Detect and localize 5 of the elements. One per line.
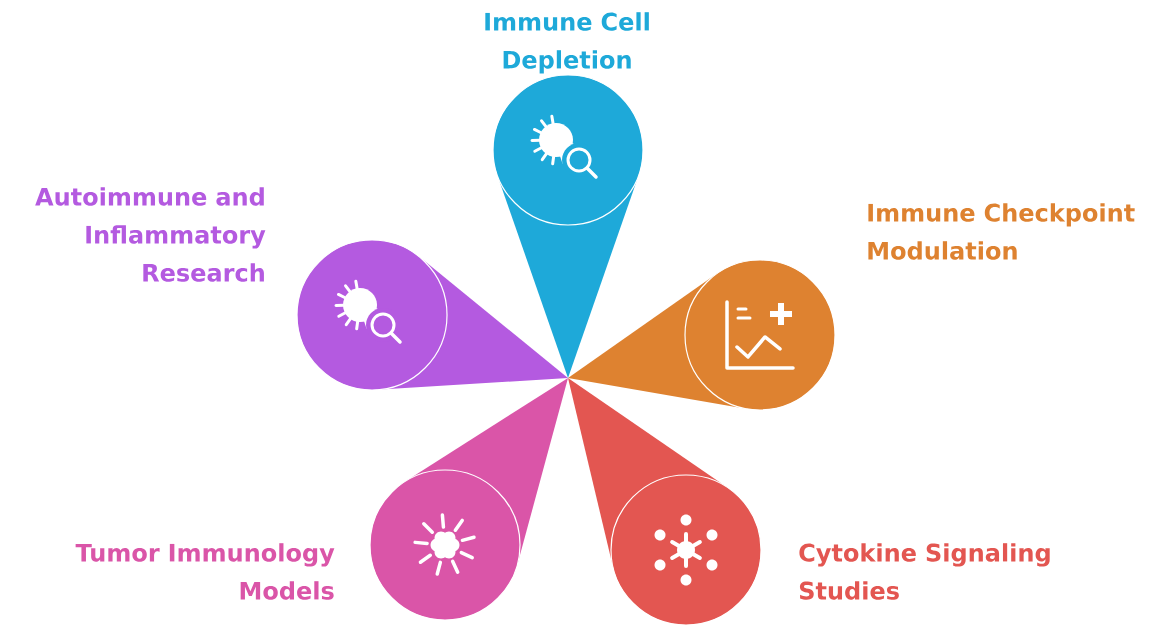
petal-label: Immune Checkpoint Modulation	[868, 203, 1135, 260]
petal-label: Tumor Immunology Models	[75, 543, 335, 600]
petal-label: Autoimmune and Inflammatory Research	[35, 187, 266, 282]
petal-label: Immune Cell Depletion	[485, 12, 649, 74]
petal-label: Cytokine Signaling Studies	[799, 543, 1050, 600]
